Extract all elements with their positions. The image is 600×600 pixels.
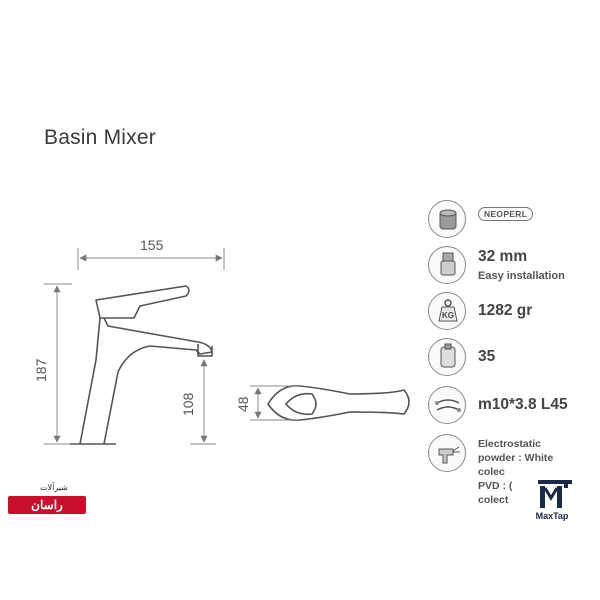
faucet-side-view: [70, 285, 213, 445]
cartridge-icon: [428, 338, 466, 376]
cartridge-value: 35: [478, 348, 496, 365]
weight-value: 1282 gr: [478, 302, 533, 319]
height-dimension-label: 187: [33, 358, 49, 382]
svg-text:KG: KG: [442, 311, 454, 320]
finish-line: PVD : (: [478, 480, 513, 492]
height-dimension-line: [44, 283, 72, 445]
hose-spec-value: m10*3.8 L45: [478, 396, 568, 413]
connection-size: 32 mm: [478, 248, 528, 265]
maxtap-brand-name: MaxTap: [535, 511, 569, 521]
handle-top-view: [267, 385, 410, 421]
finish-line: powder : White: [478, 452, 554, 464]
rasan-logo: شیرآلات راسان: [8, 483, 88, 516]
rasan-logo-subtitle: شیرآلات: [40, 483, 68, 492]
finish-line: colect: [478, 494, 509, 506]
width-dimension-line: [77, 248, 225, 270]
connection-note: Easy installation: [478, 270, 565, 282]
width-dimension-label: 155: [140, 237, 164, 253]
spout-height-dimension-label: 108: [180, 392, 196, 416]
handle-width-dimension-label: 48: [235, 396, 251, 412]
neoperl-badge: NEOPERL: [478, 207, 534, 221]
kg-weight-icon: KG: [428, 292, 466, 330]
finish-line: colec: [478, 466, 505, 478]
spray-gun-icon: [428, 434, 466, 472]
spout-height-dimension-line: [190, 359, 216, 445]
maxtap-logo-mark: [538, 480, 572, 508]
finish-line: Electrostatic: [478, 438, 542, 450]
connector-icon: [428, 246, 466, 284]
aerator-icon: [428, 200, 466, 238]
hose-icon: [428, 386, 466, 424]
maxtap-logo: MaxTap: [524, 478, 580, 524]
rasan-logo-name: راسان: [8, 496, 86, 514]
page-title: Basin Mixer: [44, 126, 156, 149]
handle-width-dimension-line: [250, 385, 298, 421]
